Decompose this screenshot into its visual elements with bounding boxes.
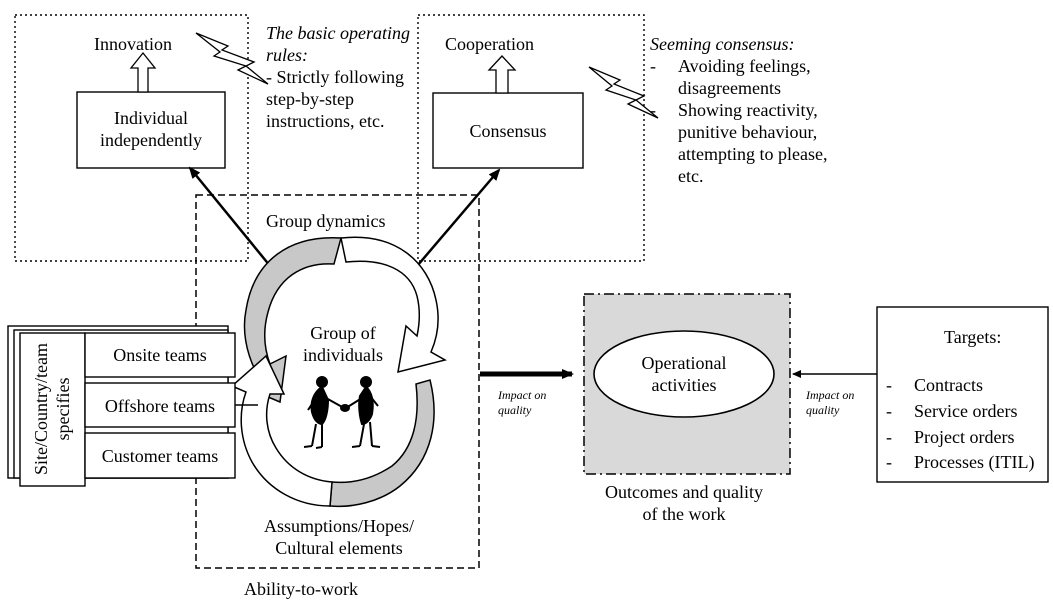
innovation-container: [14, 14, 249, 262]
ability-to-work-label: Ability-to-work: [244, 579, 358, 599]
impact-right-label: Impact on quality: [806, 388, 855, 417]
customer-teams-label: Customer teams: [101, 446, 219, 466]
offshore-teams-box: [84, 382, 236, 428]
innovation-label: Innovation: [94, 34, 172, 54]
lightning-bolt-icon: [588, 66, 659, 119]
individual-label: Individual independently: [100, 108, 202, 150]
onsite-teams-box: [84, 332, 236, 378]
lightning-bolt-icon: [195, 32, 269, 85]
arrow-to-individual: [188, 166, 276, 273]
impact-left-label: Impact on quality: [498, 388, 547, 417]
site-vertical-label: Site/Country/team specifies: [31, 343, 73, 475]
targets-list-item: -Project orders: [886, 427, 1015, 447]
targets-title: Targets:: [944, 327, 1002, 347]
group-of-individuals-label: Group of individuals: [303, 323, 383, 365]
targets-list-item: -Service orders: [886, 401, 1018, 421]
targets-item-text: Service orders: [914, 401, 1018, 421]
group-dynamics-label: Group dynamics: [266, 211, 386, 231]
targets-list-item: -Processes (ITIL): [886, 452, 1035, 472]
cooperation-label: Cooperation: [445, 34, 534, 54]
targets-item-text: Project orders: [914, 427, 1015, 447]
cooperation-container: [417, 14, 645, 262]
onsite-teams-label: Onsite teams: [113, 345, 207, 365]
seeming-item-text: Avoiding feelings, disagreements: [678, 56, 811, 98]
people-handshake-icon: [303, 376, 381, 449]
operational-activities-label: Operational activities: [641, 353, 727, 395]
consensus-label: Consensus: [469, 121, 547, 141]
targets-item-text: Processes (ITIL): [914, 452, 1035, 472]
arrow-to-consensus: [411, 168, 501, 273]
assumptions-label: Assumptions/Hopes/ Cultural elements: [263, 516, 414, 558]
seeming-consensus-title: Seeming consensus:: [650, 34, 795, 54]
basic-rules-item: - Strictly following step-by-step instru…: [266, 67, 404, 131]
targets-list-item: -Contracts: [886, 375, 983, 395]
seeming-item: - Avoiding feelings, disagreements: [650, 55, 850, 99]
seeming-item-text: Showing reactivity, punitive behaviour, …: [678, 100, 828, 186]
basic-rules-title: The basic operating rules:: [266, 23, 410, 65]
targets-item-text: Contracts: [914, 375, 983, 395]
customer-teams-box: [84, 432, 236, 479]
innovation-up-arrow: [129, 51, 157, 93]
cycle-arrow-bottom-left: [230, 354, 333, 507]
cycle-arrow-top-right: [340, 236, 447, 374]
cooperation-up-arrow: [487, 55, 517, 94]
offshore-teams-label: Offshore teams: [104, 396, 216, 416]
operations-ellipse: [593, 330, 775, 418]
seeming-item: - Showing reactivity, punitive behaviour…: [650, 99, 850, 187]
targets-box: [876, 306, 1049, 483]
outcomes-caption: Outcomes and quality of the work: [605, 482, 763, 524]
individual-box: [76, 91, 226, 169]
cycle-arrow-bottom-right-gray: [329, 379, 435, 508]
